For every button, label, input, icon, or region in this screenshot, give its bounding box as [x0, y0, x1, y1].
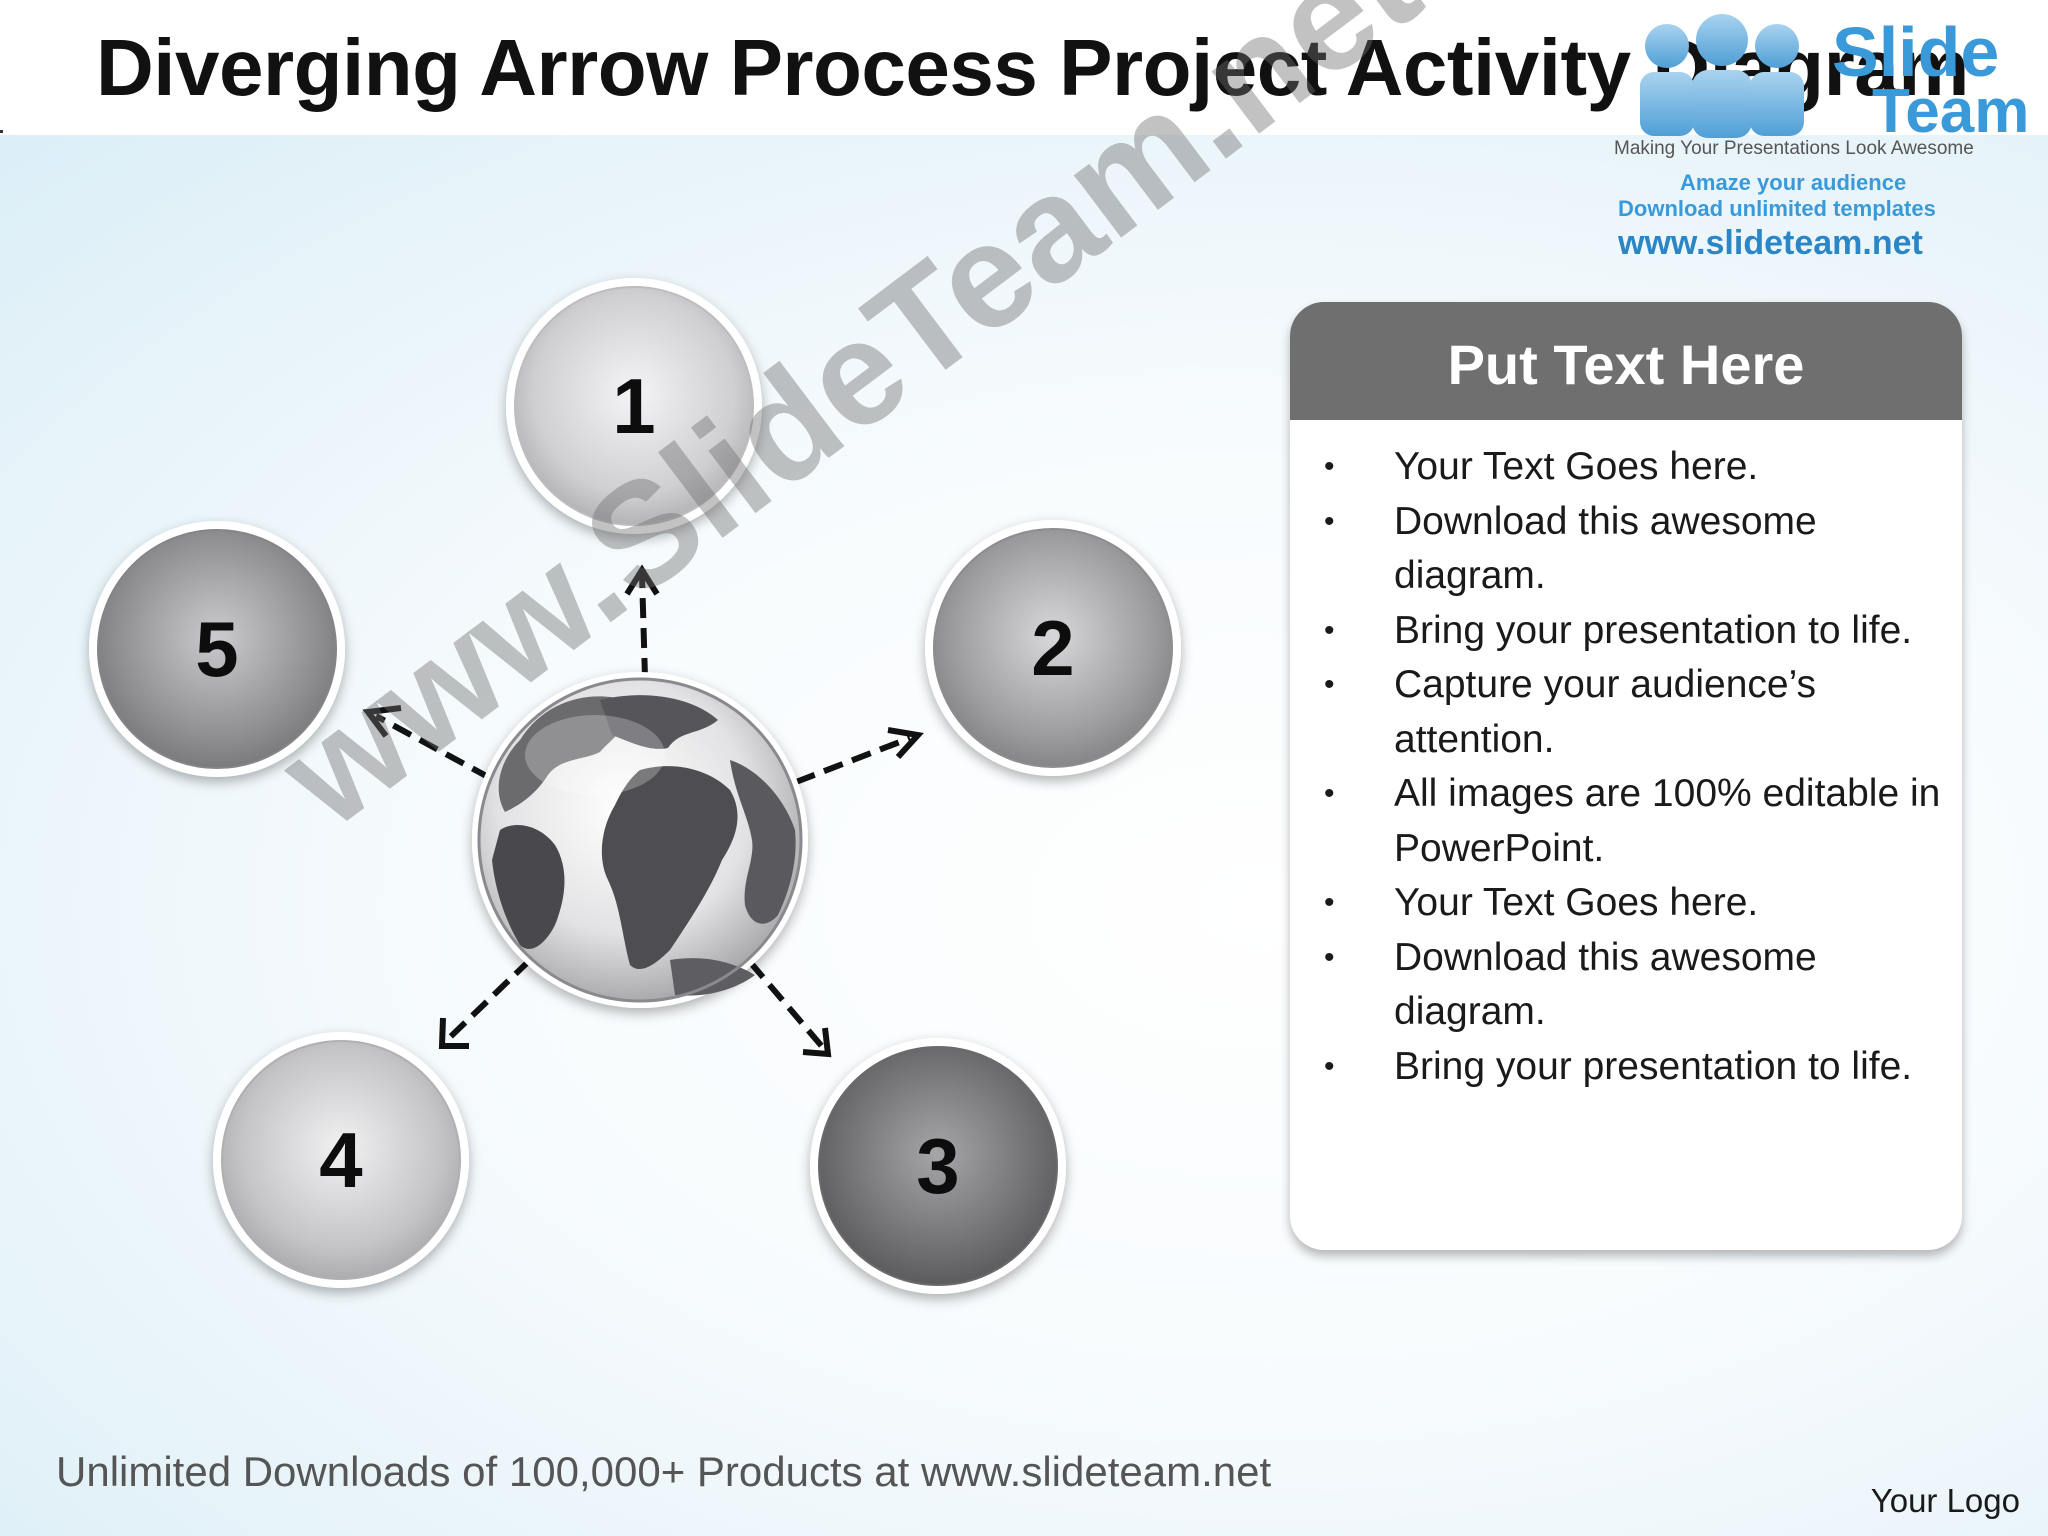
bullet-text: Bring your presentation to life.: [1394, 608, 1913, 652]
bullet-item: • Download this awesome diagram.: [1290, 931, 1962, 1040]
step-2-circle: [925, 520, 1181, 776]
step-5-circle: [89, 521, 345, 777]
step-3-label: 3: [916, 1122, 960, 1210]
step-4-label: 4: [319, 1116, 363, 1204]
people-logo-icon: [1640, 14, 1804, 138]
bullet-item: • Download this awesome diagram.: [1290, 495, 1962, 604]
arrow-to-step-3: [747, 960, 828, 1052]
bullet-item: • Your Text Goes here.: [1290, 876, 1962, 931]
logo-word-team: Team: [1872, 77, 2030, 146]
bullet-text: All images are 100% editable in PowerPoi…: [1394, 772, 1941, 870]
bullet-item: • Your Text Goes here.: [1290, 440, 1962, 495]
bullet-text: Capture your audience’s attention.: [1394, 663, 1817, 761]
bullet-dot-icon: •: [1324, 777, 1335, 810]
bullet-dot-icon: •: [1324, 886, 1335, 919]
bullet-item: • Bring your presentation to life.: [1290, 604, 1962, 659]
bullet-dot-icon: •: [1324, 450, 1335, 483]
bullet-item: • Bring your presentation to life.: [1290, 1040, 1962, 1095]
bullet-dot-icon: •: [1324, 940, 1335, 974]
bullet-text: Download this awesome diagram.: [1394, 935, 1817, 1034]
arrow-to-step-5: [374, 713, 492, 781]
bullet-dot-icon: •: [1324, 504, 1335, 538]
logo-amaze: Amaze your audience: [1680, 170, 1907, 195]
step-2-label: 2: [1031, 604, 1075, 692]
logo-download: Download unlimited templates: [1618, 196, 1936, 221]
logo-tagline: Making Your Presentations Look Awesome: [1614, 138, 1974, 159]
text-box: Put Text Here • Your Text Goes here. • Dow…: [1290, 302, 1962, 1250]
arrow-to-step-2: [794, 735, 912, 785]
bullet-list: • Your Text Goes here. • Download this awe…: [1290, 420, 1962, 1094]
step-1-circle: [506, 278, 762, 534]
your-logo-placeholder: Your Logo: [1870, 1482, 2020, 1519]
logo-word-slide: Slide: [1832, 13, 2000, 91]
step-1-label: 1: [612, 362, 656, 450]
step-5-label: 5: [195, 605, 239, 693]
bullet-dot-icon: •: [1324, 613, 1335, 647]
globe-icon: [472, 672, 808, 1008]
bullet-item: • Capture your audience’s attention.: [1290, 658, 1962, 767]
footer-text: Unlimited Downloads of 100,000+ Products…: [56, 1448, 1272, 1495]
step-3-circle: [810, 1038, 1066, 1294]
corner-mark: [0, 130, 3, 133]
bullet-item: • All images are 100% editable in PowerPo…: [1290, 767, 1962, 876]
bullet-dot-icon: •: [1324, 1049, 1335, 1083]
bullet-text: Download this awesome diagram.: [1394, 499, 1817, 598]
diverging-arrows: [374, 574, 912, 1052]
arrow-to-step-1: [639, 574, 648, 679]
arrow-heads: [362, 564, 924, 1058]
bullet-text: Your Text Goes here.: [1394, 881, 1759, 924]
bullet-text: Bring your presentation to life.: [1394, 1044, 1913, 1088]
logo-url-link[interactable]: www.slideteam.net: [1618, 224, 1923, 262]
bullet-text: Your Text Goes here.: [1394, 445, 1759, 488]
bullet-dot-icon: •: [1324, 668, 1335, 701]
text-box-header: Put Text Here: [1290, 302, 1962, 420]
arrow-to-step-4: [442, 957, 533, 1045]
step-4-circle: [213, 1032, 469, 1288]
slideteam-logo[interactable]: Slide Team Making Your Presentations Loo…: [1612, 10, 2029, 270]
